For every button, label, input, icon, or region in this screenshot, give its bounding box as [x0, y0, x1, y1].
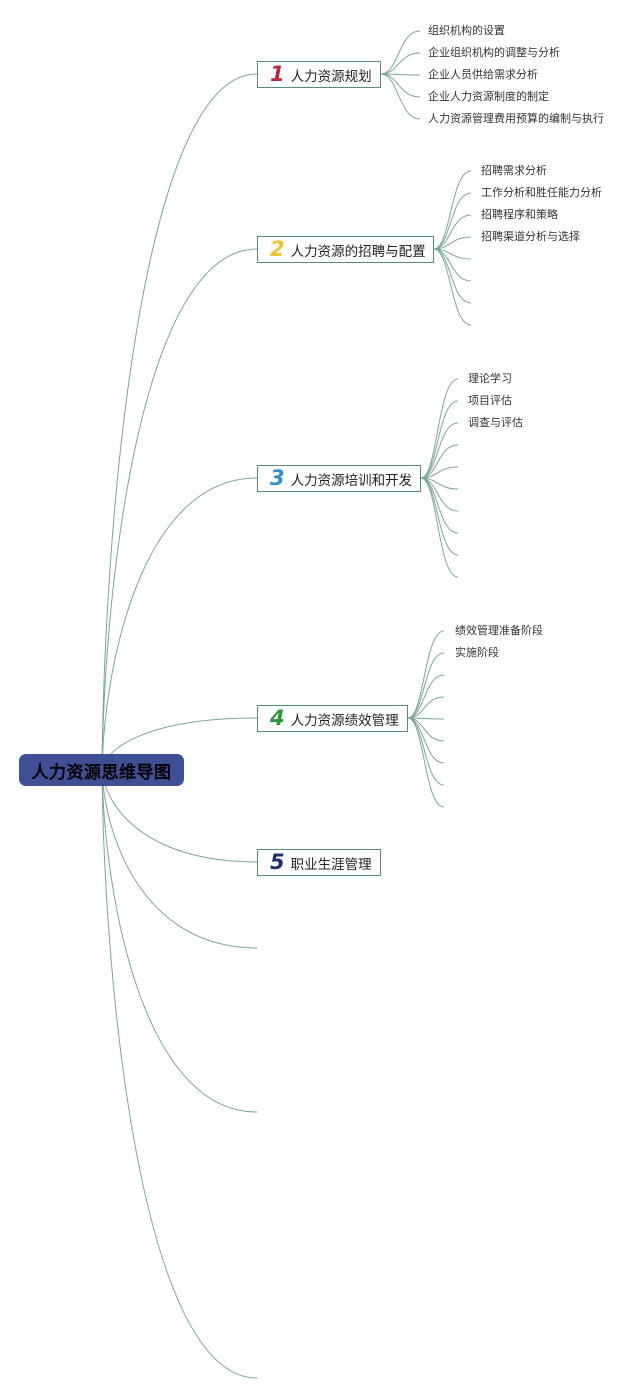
leaf-2-2[interactable]: 工作分析和胜任能力分析 [481, 186, 602, 199]
leaf-1-2[interactable]: 企业组织机构的调整与分析 [428, 46, 560, 59]
branch-2-leaf-connector-3 [433, 214, 472, 250]
branch-2-leaf-connector-2 [433, 192, 472, 250]
leaf-1-1[interactable]: 组织机构的设置 [428, 24, 505, 37]
branch-label-5: 职业生涯管理 [290, 856, 372, 873]
leaf-2-4[interactable]: 招聘渠道分析与选择 [481, 230, 580, 243]
branch-4-leaf-connector-9 [407, 717, 445, 808]
branch-3-leaf-connector-8 [420, 477, 459, 534]
branch-label-4: 人力资源绩效管理 [290, 712, 399, 729]
branch-node-5[interactable]: 5 职业生涯管理 [257, 849, 381, 876]
branch-3-leaf-connector-9 [420, 477, 459, 556]
branch-node-3[interactable]: 3 人力资源培训和开发 [257, 465, 421, 492]
root-node[interactable]: 人力资源思维导图 [19, 754, 184, 786]
branch-number-5: 5 [270, 850, 285, 874]
branch-label-1: 人力资源规划 [290, 68, 372, 85]
branch-3-leaf-connector-10 [420, 477, 459, 578]
branch-2-leaf-connector-8 [433, 248, 472, 326]
leaf-3-1[interactable]: 理论学习 [468, 372, 512, 385]
branch-number-2: 2 [270, 237, 285, 261]
branch-3-leaf-connector-2 [420, 400, 459, 479]
branch-4-leaf-connector-1 [407, 630, 445, 719]
branch-node-1[interactable]: 1 人力资源规划 [257, 61, 381, 88]
root-connector-7 [101, 769, 258, 1113]
leaf-4-2[interactable]: 实施阶段 [455, 646, 499, 659]
root-connector-1 [101, 73, 258, 771]
branch-number-3: 3 [270, 466, 285, 490]
root-connector-3 [101, 477, 258, 771]
branch-number-1: 1 [270, 62, 285, 86]
branch-4-leaf-connector-3 [407, 674, 445, 719]
leaf-2-1[interactable]: 招聘需求分析 [481, 164, 547, 177]
leaf-1-3[interactable]: 企业人员供给需求分析 [428, 68, 538, 81]
branch-number-4: 4 [270, 706, 285, 730]
branch-2-leaf-connector-6 [433, 248, 472, 282]
leaf-4-1[interactable]: 绩效管理准备阶段 [455, 624, 543, 637]
branch-node-2[interactable]: 2 人力资源的招聘与配置 [257, 236, 434, 263]
branch-4-leaf-connector-8 [407, 717, 445, 786]
leaf-3-2[interactable]: 项目评估 [468, 394, 512, 407]
root-label: 人力资源思维导图 [31, 762, 172, 783]
branch-node-4[interactable]: 4 人力资源绩效管理 [257, 705, 408, 732]
branch-3-leaf-connector-5 [420, 466, 459, 479]
branch-4-leaf-connector-2 [407, 652, 445, 719]
branch-1-leaf-connector-1 [380, 30, 421, 75]
leaf-2-3[interactable]: 招聘程序和策略 [481, 208, 558, 221]
branch-1-leaf-connector-2 [380, 52, 421, 75]
branch-1-leaf-connector-4 [380, 73, 421, 98]
leaf-1-4[interactable]: 企业人力资源制度的制定 [428, 90, 549, 103]
branch-4-leaf-connector-4 [407, 696, 445, 719]
branch-3-leaf-connector-4 [420, 444, 459, 479]
branch-label-3: 人力资源培训和开发 [290, 472, 413, 489]
branch-1-leaf-connector-5 [380, 73, 421, 120]
root-connector-6 [101, 769, 258, 949]
branch-label-2: 人力资源的招聘与配置 [290, 243, 426, 260]
branch-2-leaf-connector-4 [433, 236, 472, 250]
branch-3-leaf-connector-3 [420, 422, 459, 479]
branch-2-leaf-connector-7 [433, 248, 472, 304]
root-connector-8 [101, 769, 258, 1379]
leaf-3-3[interactable]: 调查与评估 [468, 416, 523, 429]
branch-3-leaf-connector-1 [420, 378, 459, 479]
leaf-1-5[interactable]: 人力资源管理费用预算的编制与执行 [428, 112, 604, 125]
branch-2-leaf-connector-1 [433, 170, 472, 250]
root-connector-2 [101, 248, 258, 771]
